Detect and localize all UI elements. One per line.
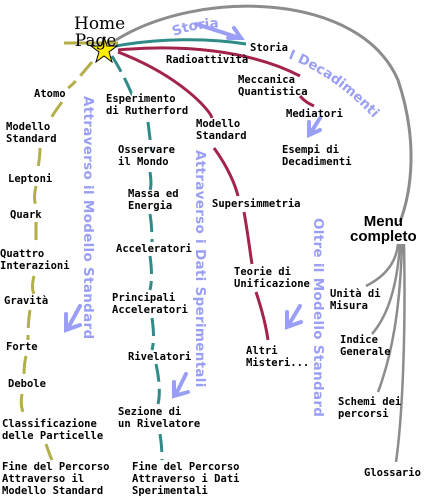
node-teorie-unificazione[interactable]: Teorie di Unificazione bbox=[234, 266, 310, 290]
data-arrow-icon bbox=[174, 372, 188, 396]
storia-arrow-icon bbox=[194, 22, 242, 40]
menu-line-indice bbox=[371, 243, 402, 335]
history-line bbox=[115, 38, 247, 48]
data-line-g bbox=[154, 363, 161, 405]
decay-line-b bbox=[298, 95, 315, 108]
node-altri-misteri[interactable]: Altri Misteri... bbox=[246, 345, 310, 369]
node-gravita[interactable]: Gravità bbox=[4, 295, 49, 307]
node-leptoni[interactable]: Leptoni bbox=[8, 173, 53, 185]
beyond-line-c bbox=[242, 211, 254, 265]
node-rutherford[interactable]: Esperimento di Rutherford bbox=[106, 93, 189, 117]
standard-line-j bbox=[44, 443, 54, 461]
home-line2: Page bbox=[74, 31, 117, 51]
menu-item-schemi-percorsi[interactable]: Schemi dei percorsi bbox=[338, 396, 402, 420]
standard-line-g bbox=[26, 309, 32, 341]
node-forte[interactable]: Forte bbox=[6, 341, 38, 353]
menu-line-glossario bbox=[394, 243, 406, 463]
node-meccanica-quantistica[interactable]: Meccanica Quantistica bbox=[238, 74, 308, 98]
beyond-line-d bbox=[254, 291, 270, 341]
standard-line-h bbox=[22, 355, 28, 379]
storia-title: Storia bbox=[170, 15, 219, 39]
node-esempi-decadimenti[interactable]: Esempi di Decadimenti bbox=[282, 144, 352, 168]
node-storia[interactable]: Storia bbox=[250, 42, 288, 54]
beyond-arrow-icon bbox=[286, 304, 302, 328]
menu-line1: Menu bbox=[363, 213, 403, 230]
data-line-a bbox=[110, 55, 134, 96]
title-oltre: Oltre il Modello Standard bbox=[310, 218, 326, 418]
node-fine-dati[interactable]: Fine del Percorso Attraverso i Dati Sper… bbox=[132, 461, 240, 497]
standard-line-f bbox=[31, 275, 36, 295]
beyond-arrowhead-icon bbox=[285, 310, 303, 330]
beyond-line-a bbox=[117, 50, 214, 119]
node-radioattivita[interactable]: Radioattività bbox=[166, 54, 249, 66]
node-supersimmetria[interactable]: Supersimmetria bbox=[212, 198, 301, 210]
data-line-d bbox=[148, 213, 154, 243]
standard-line-c bbox=[36, 147, 42, 171]
data-line-c bbox=[148, 171, 153, 191]
node-massa-energia[interactable]: Massa ed Energia bbox=[128, 188, 179, 212]
standard-line-a bbox=[67, 61, 94, 90]
node-quattro-interazioni[interactable]: Quattro Interazioni bbox=[0, 248, 70, 272]
node-osservare[interactable]: Osservare il Mondo bbox=[118, 144, 175, 168]
home-line1: Home bbox=[74, 14, 126, 34]
node-classificazione[interactable]: Classificazione delle Particelle bbox=[2, 418, 104, 442]
menu-line-main bbox=[115, 4, 413, 223]
data-line-e bbox=[148, 255, 153, 291]
node-acceleratori[interactable]: Acceleratori bbox=[116, 243, 192, 255]
star-icon bbox=[89, 35, 119, 64]
menu-item-unita-misura[interactable]: Unità di Misura bbox=[330, 288, 381, 312]
menu-line-misura bbox=[365, 243, 400, 288]
node-debole[interactable]: Debole bbox=[8, 378, 46, 390]
standard-line-i bbox=[19, 393, 28, 419]
menu-item-glossario[interactable]: Glossario bbox=[364, 467, 421, 479]
data-arrowhead-icon bbox=[172, 380, 190, 399]
title-modello-standard: Attraverso il Modello Standard bbox=[80, 96, 96, 340]
node-modello-standard-oltre[interactable]: Modello Standard bbox=[196, 118, 247, 142]
data-line-b bbox=[146, 121, 153, 152]
node-quark[interactable]: Quark bbox=[10, 209, 42, 221]
home-page-link[interactable]: Home Page bbox=[74, 16, 125, 50]
title-dati-sperimentali: Attraverso i Dati Sperimentali bbox=[192, 150, 208, 388]
standard-arrowhead-icon bbox=[64, 312, 82, 333]
menu-line-schemi bbox=[376, 243, 404, 393]
node-mediatori[interactable]: Mediatori bbox=[286, 108, 343, 120]
data-line-h bbox=[158, 433, 164, 461]
menu-item-indice-generale[interactable]: Indice Generale bbox=[340, 334, 391, 358]
decay-arrowhead-icon bbox=[307, 120, 322, 139]
node-fine-modello[interactable]: Fine del Percorso Attraverso il Modello … bbox=[2, 461, 110, 497]
node-modello-standard[interactable]: Modello Standard bbox=[6, 121, 57, 145]
decay-arrow-icon bbox=[308, 116, 322, 136]
menu-completo-link[interactable]: Menu completo bbox=[350, 214, 417, 244]
menu-line2: completo bbox=[350, 228, 417, 245]
standard-line-d bbox=[33, 185, 38, 207]
standard-arrow-icon bbox=[66, 304, 82, 330]
storia-arrowhead-icon bbox=[226, 26, 245, 40]
data-line-f bbox=[150, 317, 155, 351]
node-atomo[interactable]: Atomo bbox=[34, 88, 66, 100]
node-sezione-rivelatore[interactable]: Sezione di un Rivelatore bbox=[118, 406, 201, 430]
node-principali-acceleratori[interactable]: Principali Acceleratori bbox=[112, 292, 188, 316]
node-rivelatori[interactable]: Rivelatori bbox=[128, 351, 192, 363]
standard-line-b bbox=[48, 101, 64, 121]
beyond-line-b bbox=[212, 147, 240, 197]
decay-line-a bbox=[117, 46, 301, 78]
